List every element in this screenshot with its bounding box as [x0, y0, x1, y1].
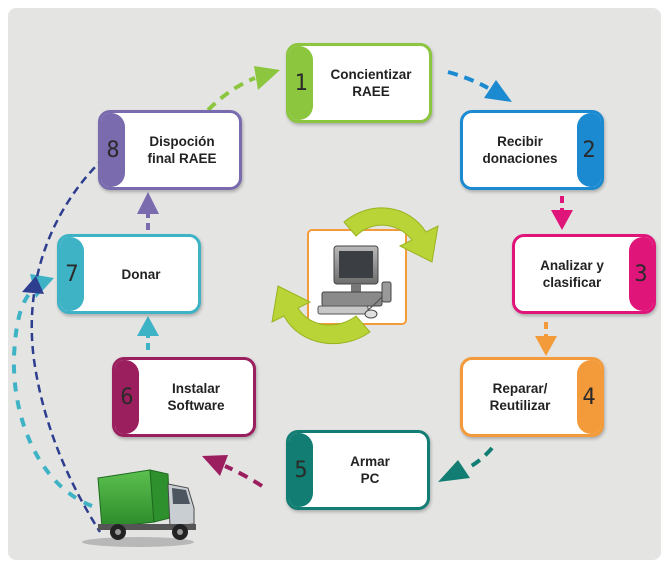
arrow-3-to-4	[535, 322, 557, 356]
step-7-tab: 7	[60, 237, 84, 311]
step-1: 1 Concientizar RAEE	[286, 43, 432, 123]
step-2-tab: 2	[577, 113, 601, 187]
step-5-number: 5	[294, 457, 308, 483]
arrow-6-to-7	[137, 316, 159, 350]
step-7-label: Donar	[121, 266, 161, 282]
step-3: Analizar y clasificar 3	[512, 234, 656, 314]
step-5-label: Armar PC	[350, 454, 390, 486]
step-6-tab: 6	[115, 360, 139, 434]
step-8-label: Dispoción final RAEE	[147, 134, 217, 166]
delivery-truck-icon	[82, 469, 196, 547]
step-4: Reparar/ Reutilizar 4	[460, 357, 604, 437]
step-1-tab: 1	[289, 46, 313, 120]
step-6-number: 6	[120, 384, 134, 410]
arrow-7-to-8	[137, 192, 159, 230]
arrow-4-to-5	[438, 446, 494, 482]
step-8-number: 8	[106, 137, 120, 163]
step-3-number: 3	[634, 261, 648, 287]
arrow-5-to-6	[202, 455, 264, 488]
step-5-tab: 5	[289, 433, 313, 507]
arrow-2-to-3	[551, 196, 573, 230]
step-3-label: Analizar y clasificar	[540, 258, 604, 290]
step-7: 7 Donar	[57, 234, 201, 314]
step-4-tab: 4	[577, 360, 601, 434]
step-5: 5 Armar PC	[286, 430, 430, 510]
step-2: Recibir donaciones 2	[460, 110, 604, 190]
return-path-dark	[22, 157, 105, 533]
step-2-label: Recibir donaciones	[482, 134, 558, 166]
step-7-number: 7	[65, 261, 79, 287]
step-8: 8 Dispoción final RAEE	[98, 110, 242, 190]
step-2-number: 2	[582, 137, 596, 163]
step-6: 6 Instalar Software	[112, 357, 256, 437]
step-8-tab: 8	[101, 113, 125, 187]
step-1-label: Concientizar RAEE	[330, 67, 412, 99]
step-6-label: Instalar Software	[167, 381, 225, 413]
computer-recycle-icon	[271, 207, 439, 345]
step-3-tab: 3	[629, 237, 653, 311]
arrow-1-to-2	[447, 70, 512, 102]
arrow-8-to-1	[206, 66, 280, 112]
step-1-number: 1	[294, 70, 308, 96]
step-4-label: Reparar/ Reutilizar	[489, 381, 551, 413]
step-4-number: 4	[582, 384, 596, 410]
